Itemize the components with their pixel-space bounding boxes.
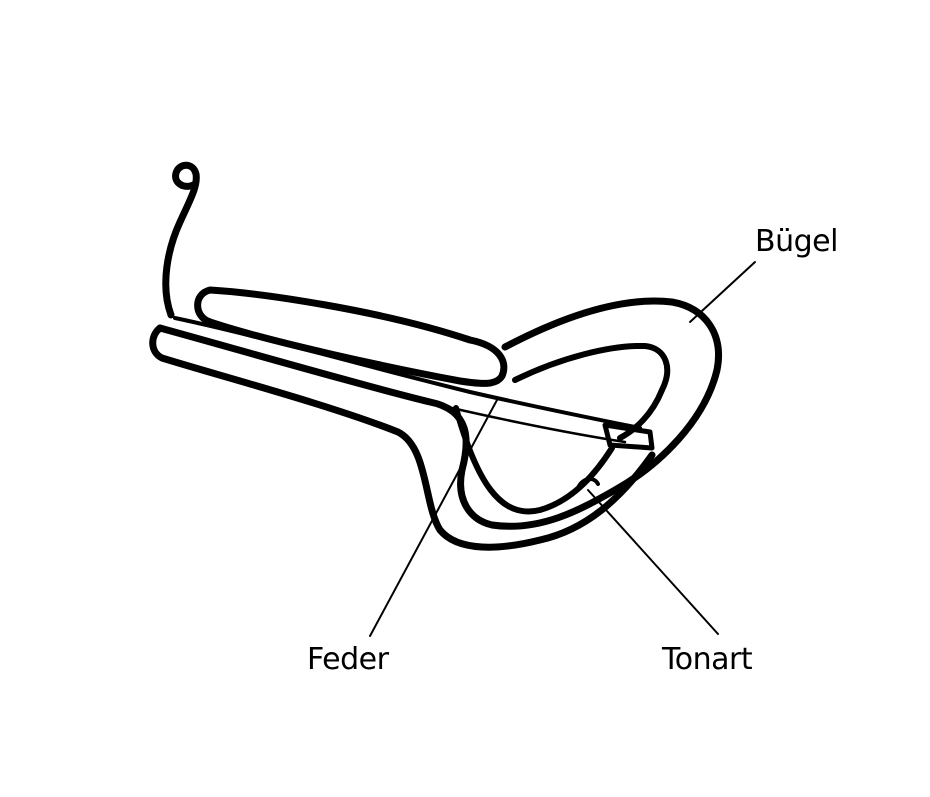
- label-buegel: Bügel: [755, 224, 838, 259]
- frame-inner: [453, 342, 671, 515]
- leader-line-feder: [369, 399, 498, 637]
- frame-outer: [156, 297, 722, 530]
- spring-curl: [162, 161, 200, 319]
- label-tonart: Tonart: [662, 642, 753, 677]
- spring-clamp: [602, 422, 655, 451]
- leader-line-buegel: [689, 261, 756, 323]
- label-feder: Feder: [307, 642, 389, 677]
- spring-tongue-lower: [416, 398, 627, 444]
- key-mark: [576, 477, 600, 490]
- leader-line-tonart: [587, 489, 719, 635]
- frame-outer-lower: [149, 324, 656, 551]
- spring-tongue: [173, 316, 642, 430]
- upper-arm: [194, 286, 508, 387]
